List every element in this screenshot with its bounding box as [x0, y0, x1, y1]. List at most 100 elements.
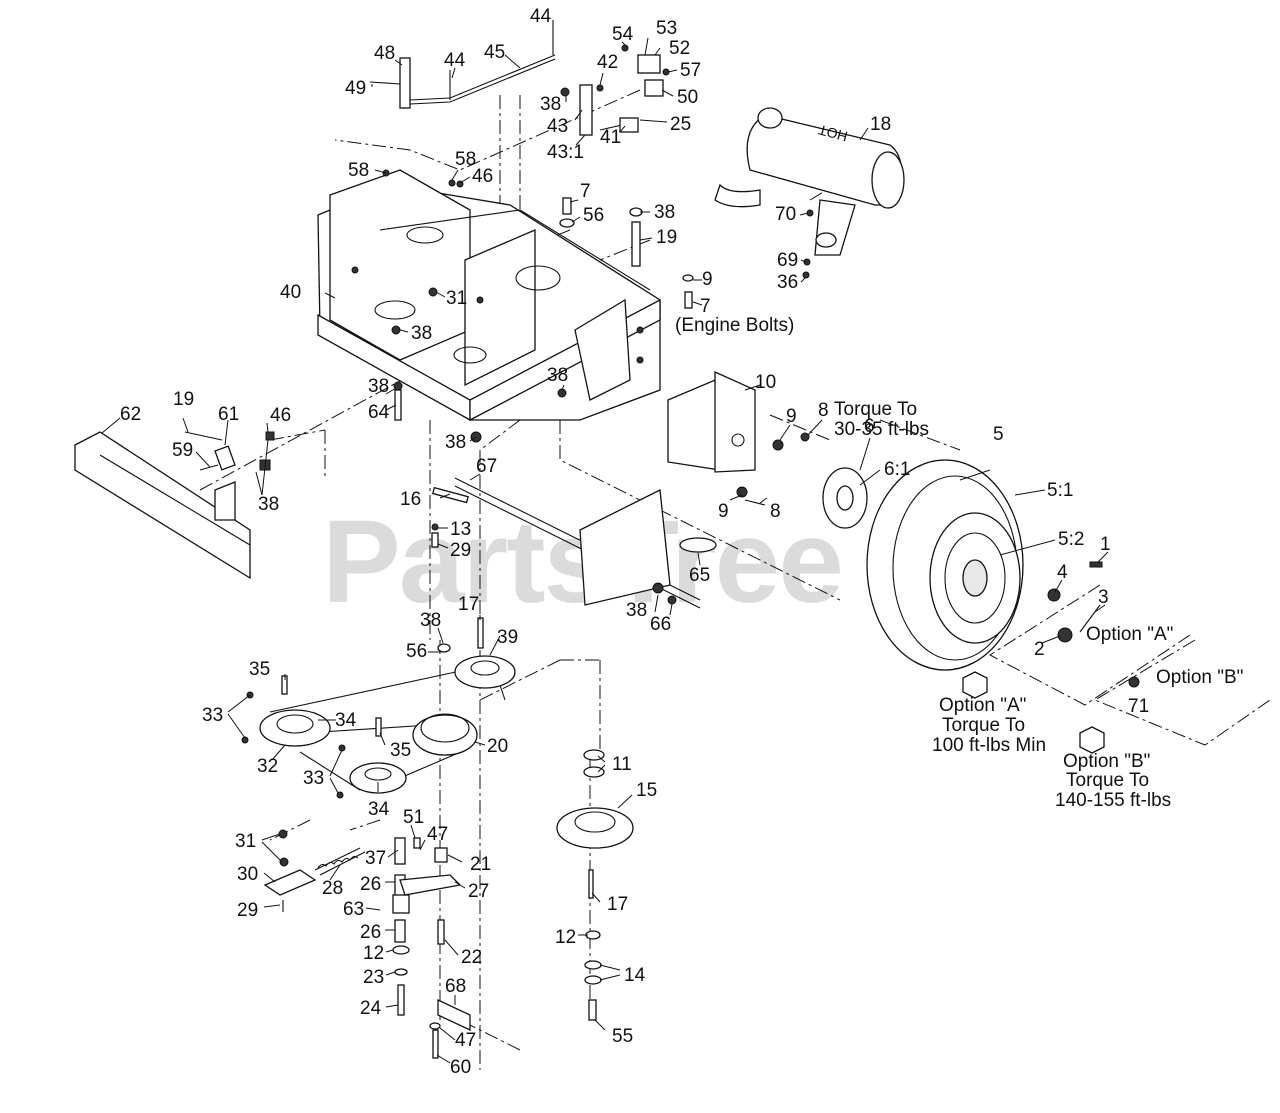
callout: 17 — [458, 594, 479, 615]
torque-8-line1: Torque To — [834, 399, 917, 420]
callout: 47 — [455, 1030, 476, 1051]
callout: 44 — [444, 50, 466, 71]
callout: 69 — [777, 250, 798, 271]
callout: 9 — [718, 501, 729, 522]
annotation-notes: (Engine Bolts) Torque To 30-35 ft-lbs Op… — [675, 315, 1243, 811]
callout: 35 — [390, 740, 411, 761]
callout: 30 — [237, 864, 258, 885]
callout: 15 — [636, 780, 657, 801]
callout: 38 — [420, 610, 441, 631]
callout: 68 — [445, 976, 466, 997]
callout: 7 — [580, 181, 591, 202]
callout: 5:1 — [1047, 480, 1073, 501]
callout: 59 — [172, 440, 193, 461]
callout: 40 — [280, 282, 301, 303]
callout: 21 — [470, 854, 491, 875]
callout: 9 — [786, 406, 797, 427]
callout: 52 — [669, 38, 690, 59]
option-a-label: Option "A" — [1086, 624, 1173, 645]
callout: 38 — [411, 323, 432, 344]
callout: 58 — [455, 149, 476, 170]
callout: 57 — [680, 60, 701, 81]
callout: 31 — [235, 831, 256, 852]
callout: 32 — [257, 756, 278, 777]
callout: 46 — [472, 166, 493, 187]
bracket-61 — [184, 431, 275, 471]
callout: 4 — [1057, 562, 1068, 583]
callout: 66 — [650, 614, 671, 635]
callout-labels: 1 2 3 4 5 5:1 5:2 6 6:1 7 7 8 8 9 9 9 10… — [120, 6, 1149, 1078]
torque-8-line2: 30-35 ft-lbs — [834, 419, 929, 440]
callout: 34 — [335, 710, 357, 731]
callout: 35 — [249, 659, 270, 680]
option-b-label: Option "B" — [1156, 667, 1243, 688]
callout: 12 — [555, 927, 576, 948]
callout: 25 — [670, 114, 691, 135]
callout: 51 — [403, 807, 424, 828]
callout: 14 — [624, 965, 646, 986]
callout: 53 — [656, 18, 677, 39]
callout: 48 — [374, 43, 395, 64]
callout: 1 — [1100, 534, 1111, 555]
callout: 58 — [348, 160, 369, 181]
callout: 67 — [476, 456, 497, 477]
wheel-5 — [866, 459, 1140, 688]
callout: 19 — [173, 389, 194, 410]
callout: 22 — [461, 947, 482, 968]
callout: 24 — [360, 998, 382, 1019]
callout: 5 — [993, 424, 1004, 445]
callout: 70 — [775, 204, 796, 225]
callout: 49 — [345, 78, 366, 99]
callout: 9 — [702, 269, 713, 290]
belt-system — [241, 617, 516, 799]
callout: 7 — [700, 296, 711, 317]
hub-6 — [822, 467, 868, 529]
callout: 3 — [1098, 587, 1109, 608]
callout: 65 — [689, 565, 710, 586]
callout: 28 — [322, 878, 343, 899]
callout: 29 — [237, 900, 258, 921]
castle-nuts — [962, 671, 1105, 754]
callout: 61 — [218, 404, 239, 425]
callout: 43:1 — [547, 142, 584, 163]
callout: 60 — [450, 1057, 471, 1078]
callout: 43 — [547, 116, 568, 137]
callout: 33 — [202, 705, 223, 726]
callout: 63 — [343, 899, 364, 920]
callout: 23 — [363, 967, 384, 988]
callout: 41 — [600, 127, 621, 148]
pulley-15 — [556, 749, 634, 1021]
callout: 42 — [597, 52, 618, 73]
callout: 19 — [656, 227, 677, 248]
muffler-label: HOT — [816, 122, 849, 145]
callout: 26 — [360, 874, 381, 895]
callout: 71 — [1128, 696, 1149, 717]
callout: 54 — [612, 24, 634, 45]
callout: 20 — [487, 736, 508, 757]
callout: 6:1 — [884, 459, 910, 480]
control-rod-45 — [369, 20, 670, 136]
option-b-torque-line1: Torque To — [1066, 770, 1149, 791]
callout: 8 — [818, 400, 829, 421]
callout: 46 — [270, 405, 291, 426]
assembly-lines — [199, 89, 1271, 1070]
rear-panel-62 — [74, 431, 251, 580]
option-a-torque-line1: Torque To — [942, 715, 1025, 736]
callout: 34 — [368, 799, 390, 820]
callout: 36 — [777, 272, 798, 293]
callout: 18 — [870, 114, 891, 135]
callout: 38 — [540, 94, 561, 115]
option-b-torque-title: Option "B" — [1063, 751, 1150, 772]
callout: 38 — [368, 376, 389, 397]
callout: 56 — [406, 641, 427, 662]
callout: 27 — [468, 881, 489, 902]
callout: 17 — [607, 894, 628, 915]
engine-bolts-note: (Engine Bolts) — [675, 315, 794, 336]
muffler-18: HOT — [714, 107, 905, 256]
callout: 47 — [427, 824, 448, 845]
callout: 64 — [368, 402, 390, 423]
callout: 2 — [1034, 639, 1045, 660]
leader-lines — [101, 23, 1109, 1064]
callout: 8 — [770, 501, 781, 522]
